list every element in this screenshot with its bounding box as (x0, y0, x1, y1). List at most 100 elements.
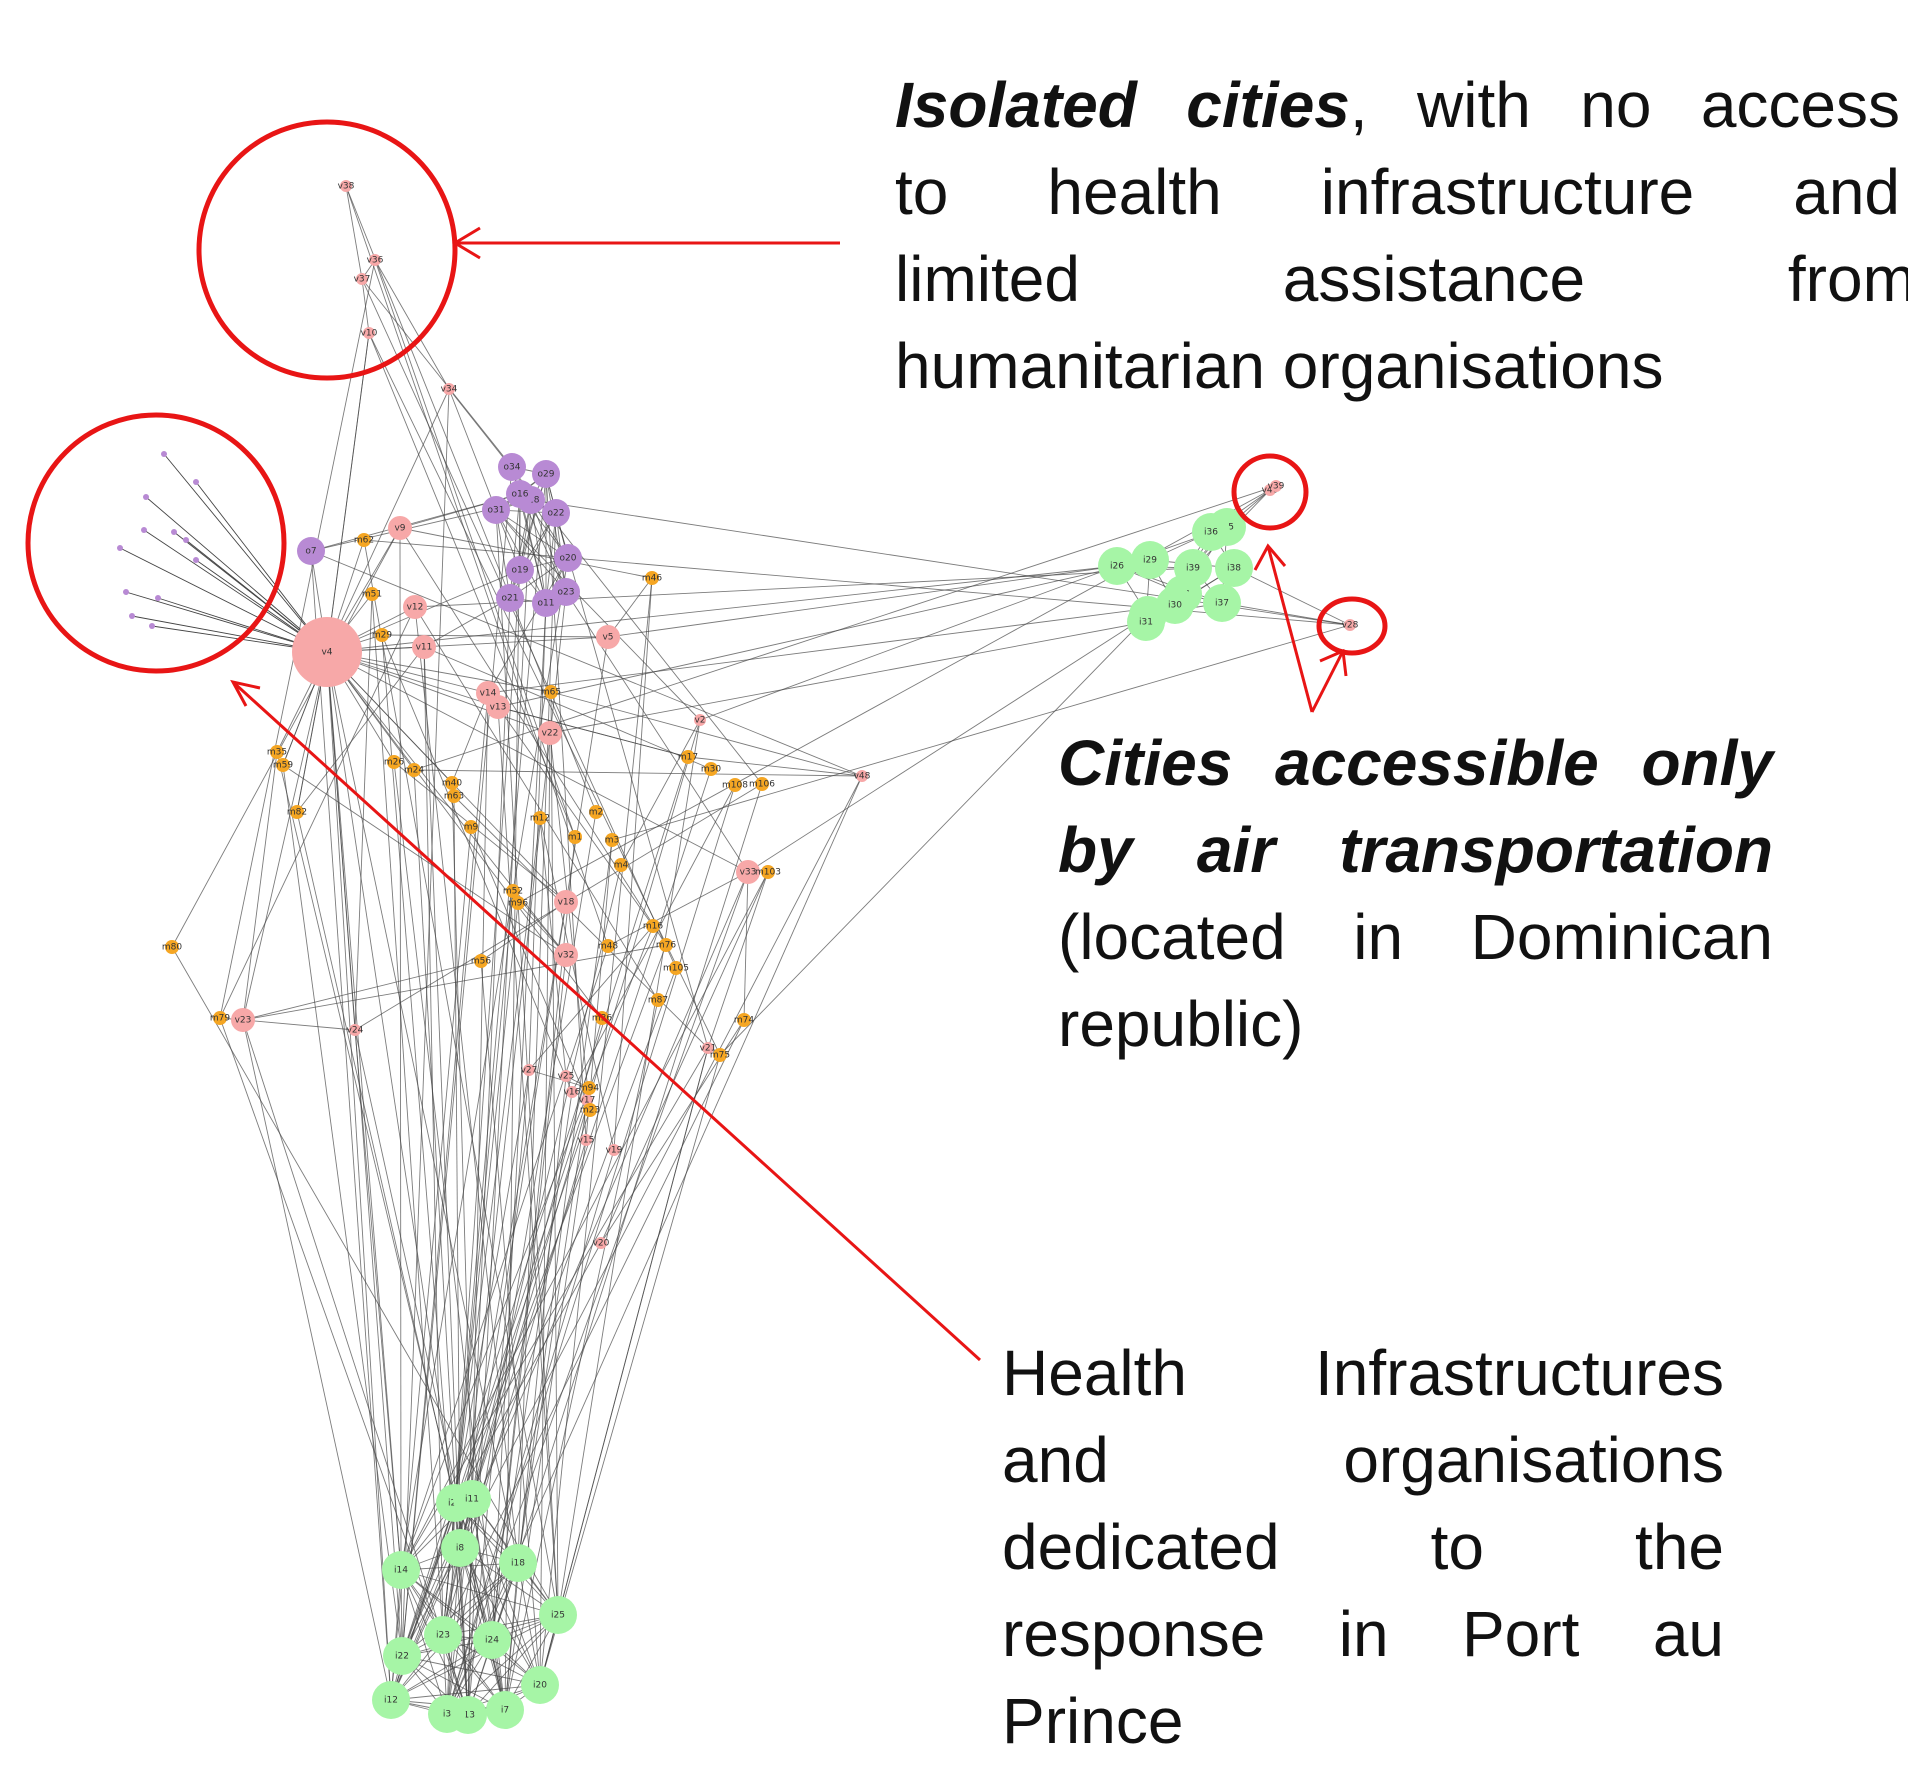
node-label: v27 (521, 1066, 538, 1076)
graph-node-m103: m103 (755, 865, 781, 879)
graph-node-leaf (141, 527, 147, 533)
graph-edge (550, 691, 559, 1616)
graph-node-m108: m108 (722, 778, 748, 792)
graph-node-i22: i22 (383, 1637, 421, 1675)
node-circle (659, 938, 673, 952)
graph-edge (361, 278, 513, 468)
health-line4: response in Port au (1002, 1598, 1724, 1670)
graph-node-m62: m62 (354, 533, 374, 547)
graph-edge (399, 527, 402, 1571)
node-circle (297, 537, 325, 565)
graph-edge (368, 332, 576, 838)
graph-node-leaf (149, 623, 155, 629)
node-label: i38 (1227, 564, 1241, 574)
air-line4: republic) (1058, 988, 1304, 1060)
node-label: i26 (1110, 562, 1124, 572)
node-circle (539, 1596, 577, 1634)
graph-edge (620, 719, 701, 866)
graph-edge (471, 597, 511, 1500)
graph-node-i31: i31 (1127, 603, 1165, 641)
node-circle (499, 1544, 537, 1582)
graph-node-leaf (193, 479, 199, 485)
graph-node-m29: m29 (372, 628, 392, 642)
graph-node-i23: i23 (424, 1616, 462, 1654)
node-circle (582, 1081, 596, 1095)
node-circle (424, 1616, 462, 1654)
node-label: m17 (678, 753, 698, 763)
graph-edge (400, 871, 769, 1571)
graph-node-i29: i29 (1131, 541, 1169, 579)
graph-edge (613, 577, 653, 1151)
node-circle (523, 1064, 535, 1076)
graph-node-v11: v11 (412, 635, 436, 659)
node-label: m23 (580, 1106, 600, 1116)
graph-node-i11: i11 (453, 1480, 491, 1518)
graph-edge (471, 768, 712, 1500)
graph-node-m105: m105 (663, 961, 689, 975)
node-label: v32 (558, 951, 575, 961)
graph-edge (310, 550, 392, 1701)
air-access-circle-1 (1231, 453, 1309, 531)
graph-node-o22: o22 (542, 499, 570, 527)
node-circle (290, 805, 304, 819)
graph-node-i3: i3 (428, 1695, 466, 1733)
node-label: m59 (273, 761, 293, 771)
node-label: m48 (598, 942, 618, 952)
node-label: i39 (1186, 564, 1200, 574)
node-circle (532, 460, 560, 488)
graph-edge (454, 1069, 530, 1504)
graph-node-m56: m56 (471, 954, 491, 968)
node-circle (681, 750, 695, 764)
node-label: o21 (502, 594, 519, 604)
node-label: v22 (542, 729, 559, 739)
graph-node-i18: i18 (499, 1544, 537, 1582)
node-circle (407, 763, 421, 777)
graph-node-o20: o20 (554, 544, 582, 572)
graph-edge (504, 1139, 587, 1711)
graph-node-o7: o7 (297, 537, 325, 565)
node-label: v10 (361, 329, 378, 339)
node-circle (728, 778, 742, 792)
graph-edge (345, 185, 363, 280)
node-circle (270, 745, 284, 759)
graph-edge (242, 751, 278, 1021)
graph-node-i8: i8 (441, 1529, 479, 1567)
node-circle (231, 1008, 255, 1032)
node-circle (383, 1637, 421, 1675)
graph-edge (539, 577, 653, 1686)
node-circle (382, 1551, 420, 1589)
graph-node-v27: v27 (521, 1064, 538, 1076)
node-circle (589, 805, 603, 819)
graph-node-i25: i25 (539, 1596, 577, 1634)
node-circle (387, 755, 401, 769)
air-line3: (located in Dominican (1058, 901, 1773, 973)
node-label: i29 (1143, 556, 1157, 566)
graph-node-v14: v14 (476, 681, 500, 705)
graph-node-i12: i12 (372, 1681, 410, 1719)
graph-edge (361, 278, 370, 334)
node-circle (1270, 480, 1282, 492)
graph-edge (400, 1569, 448, 1715)
graph-edge (539, 1047, 709, 1686)
node-circle (646, 919, 660, 933)
node-label: m63 (444, 792, 464, 802)
graph-node-leaf (143, 494, 149, 500)
node-label: o29 (538, 470, 555, 480)
graph-edge (480, 901, 567, 962)
node-circle (443, 383, 455, 395)
node-circle (669, 961, 683, 975)
node-label: i3 (443, 1710, 451, 1720)
node-label: m80 (162, 943, 182, 953)
graph-edge (381, 634, 609, 638)
node-label: v16 (564, 1088, 581, 1098)
node-label: o34 (504, 463, 521, 473)
graph-edge (487, 557, 569, 694)
graph-edge (219, 606, 416, 1019)
graph-edge (491, 1091, 573, 1641)
graph-edge (400, 945, 609, 1571)
node-label: m108 (722, 781, 748, 791)
node-circle (428, 1695, 466, 1733)
graph-edge (539, 732, 551, 1686)
isolated-cities-annotation: Isolated cities, with no access to healt… (895, 62, 1908, 410)
